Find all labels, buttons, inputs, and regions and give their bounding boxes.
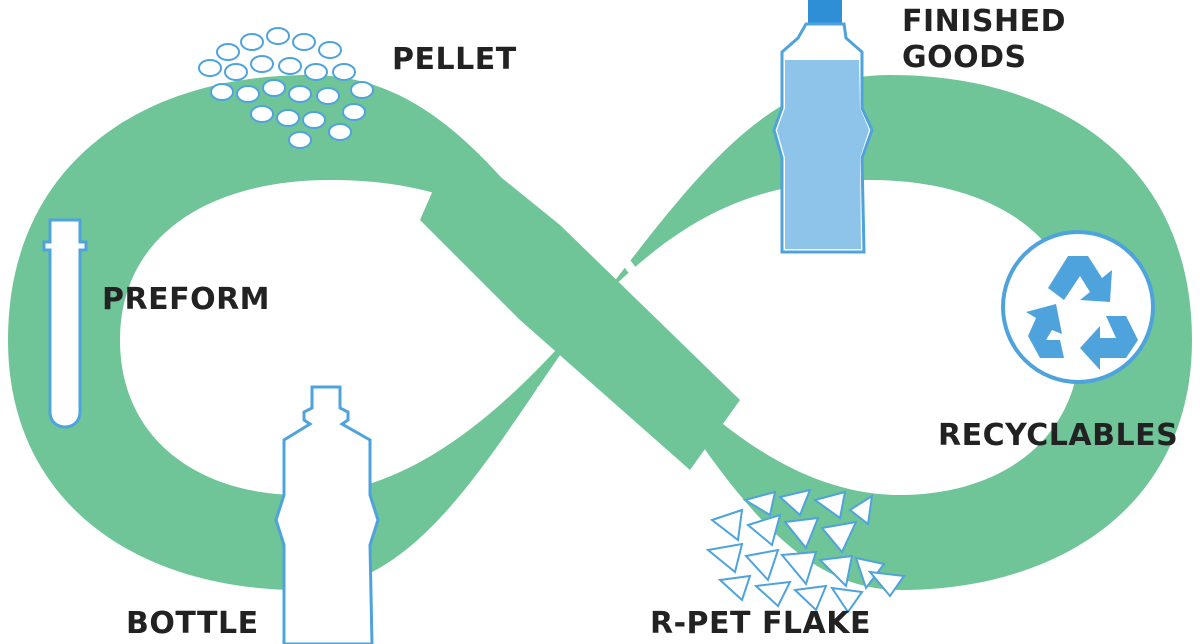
label-rpet-flake: R-PET FLAKE <box>650 606 871 642</box>
label-preform: PREFORM <box>102 282 270 318</box>
filled-bottle-icon <box>772 0 874 254</box>
infinity-loop <box>8 75 1192 590</box>
empty-bottle-icon <box>274 385 380 644</box>
label-bottle: BOTTLE <box>126 606 259 642</box>
loop-crossing-gap-lower <box>536 382 584 433</box>
label-recyclables-text: RECYCLABLES <box>938 418 1179 453</box>
label-preform-text: PREFORM <box>102 282 271 317</box>
label-rpet-flake-text: R-PET FLAKE <box>650 606 872 641</box>
label-finished-goods: FINISHED GOODS <box>902 4 1066 76</box>
loop-cross-band <box>420 140 740 470</box>
recycle-symbol-icon <box>1001 230 1155 384</box>
label-finished-goods-line2: GOODS <box>902 40 1027 75</box>
label-recyclables: RECYCLABLES <box>938 418 1178 454</box>
label-finished-goods-line1: FINISHED <box>902 4 1067 39</box>
label-bottle-text: BOTTLE <box>126 606 259 641</box>
pellet-cluster-icon <box>198 27 374 149</box>
flake-pile-icon <box>705 488 906 614</box>
loop-crossing-gap <box>594 222 680 331</box>
preform-tube-icon <box>42 218 88 429</box>
label-pellet: PELLET <box>392 42 517 78</box>
loop-left-lobe <box>8 75 600 590</box>
label-pellet-text: PELLET <box>392 42 517 77</box>
loop-right-lobe <box>600 75 1192 590</box>
